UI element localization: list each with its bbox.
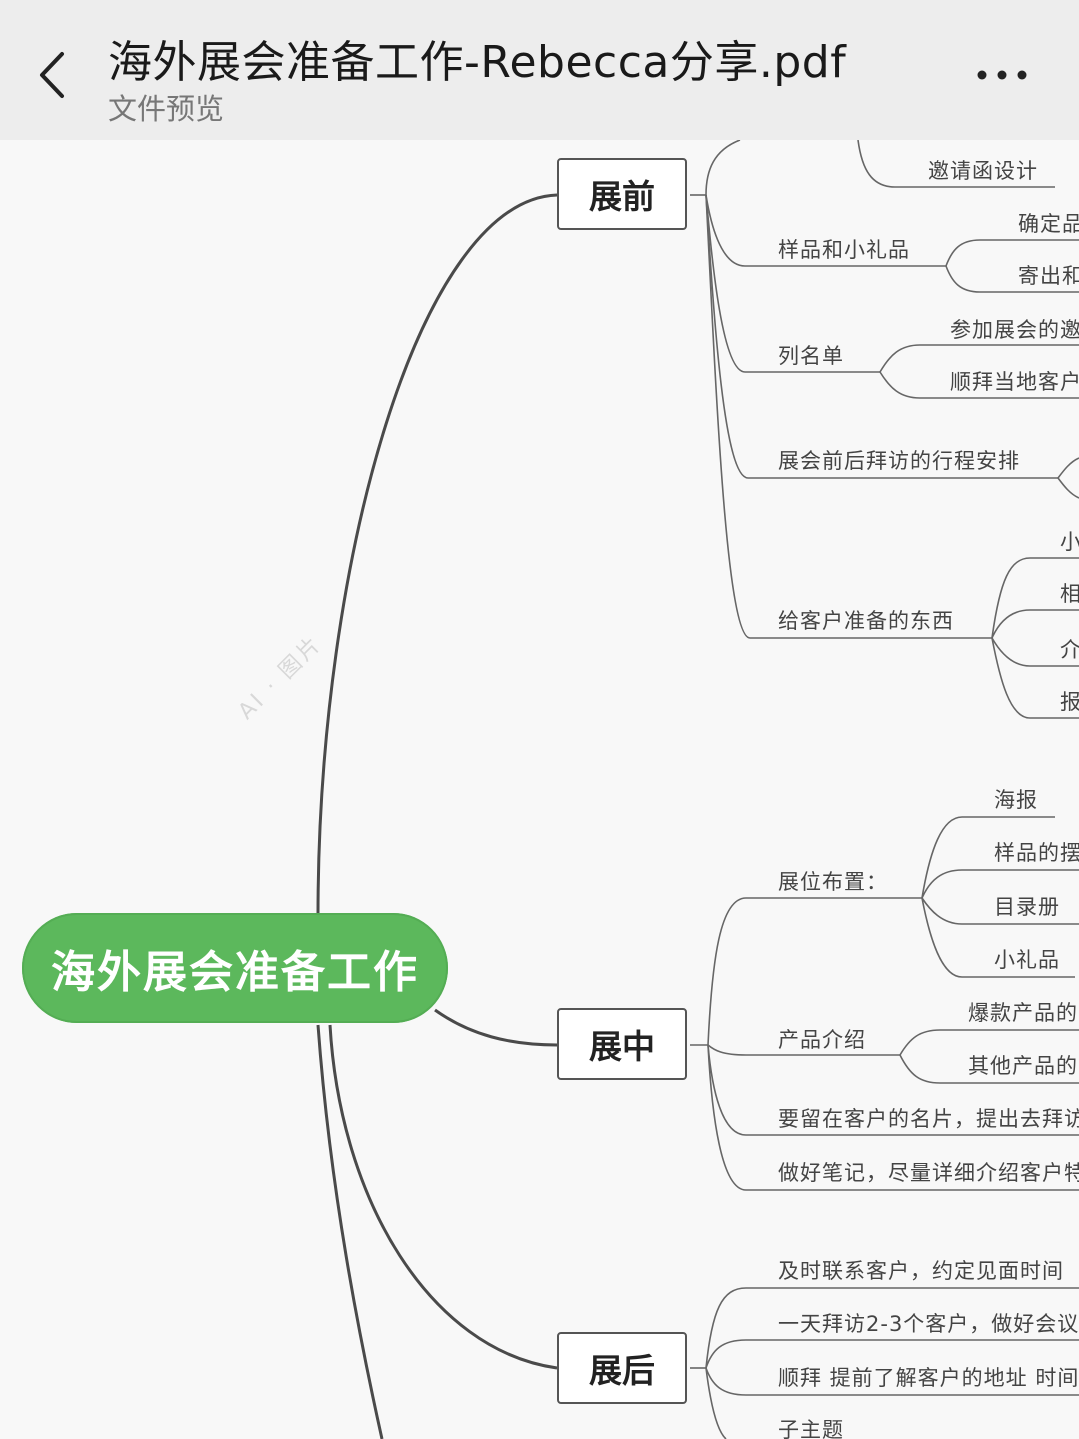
node-client-item[interactable]: 小: [1060, 530, 1079, 554]
node-schedule[interactable]: 展会前后拜访的行程安排: [778, 449, 1020, 473]
node-address[interactable]: 顺拜 提前了解客户的地址 时间: [778, 1366, 1079, 1390]
node-list[interactable]: 列名单: [778, 344, 844, 368]
branch-node-pre[interactable]: 展前: [557, 158, 687, 230]
branch-node-post[interactable]: 展后: [557, 1332, 687, 1404]
node-hot-product[interactable]: 爆款产品的: [968, 1001, 1078, 1025]
chevron-left-icon: [40, 52, 64, 98]
mindmap-root-node[interactable]: 海外展会准备工作: [22, 913, 448, 1023]
node-invite-design[interactable]: 邀请函设计: [928, 159, 1038, 183]
node-catalog[interactable]: 目录册: [994, 895, 1060, 919]
node-visit-local[interactable]: 顺拜当地客户: [950, 370, 1079, 394]
node-samples[interactable]: 样品和小礼品: [778, 238, 910, 262]
node-for-client[interactable]: 给客户准备的东西: [778, 609, 954, 633]
node-business-card[interactable]: 要留在客户的名片，提出去拜访: [778, 1107, 1079, 1131]
node-intro[interactable]: 产品介绍: [778, 1028, 866, 1052]
node-sample-display[interactable]: 样品的摆: [994, 841, 1079, 865]
mindmap-connectors: [316, 140, 1079, 1439]
mindmap-canvas[interactable]: AI · 图片 海外展会准备工作 展前 展中 展后 邀请函设计 样品和小礼品 确…: [0, 140, 1079, 1439]
branch-node-mid[interactable]: 展中: [557, 1008, 687, 1080]
node-other-product[interactable]: 其他产品的: [968, 1054, 1078, 1078]
node-visit[interactable]: 一天拜访2-3个客户，做好会议: [778, 1312, 1079, 1336]
node-client-item[interactable]: 相: [1060, 582, 1079, 606]
header-bar: 海外展会准备工作-Rebecca分享.pdf 文件预览: [0, 0, 1079, 140]
node-confirm[interactable]: 确定品: [1018, 212, 1079, 236]
node-invited[interactable]: 参加展会的邀: [950, 318, 1079, 342]
node-contact[interactable]: 及时联系客户，约定见面时间: [778, 1259, 1064, 1283]
node-poster[interactable]: 海报: [994, 788, 1038, 812]
node-client-item[interactable]: 报: [1060, 690, 1079, 714]
node-notes[interactable]: 做好笔记，尽量详细介绍客户特: [778, 1161, 1079, 1185]
document-subtitle: 文件预览: [108, 92, 225, 126]
node-send[interactable]: 寄出和: [1018, 264, 1079, 288]
node-booth[interactable]: 展位布置：: [778, 870, 888, 894]
more-button[interactable]: [968, 52, 1040, 98]
document-title: 海外展会准备工作-Rebecca分享.pdf: [108, 37, 847, 88]
more-horizontal-icon: [977, 70, 1027, 80]
node-subtopic[interactable]: 子主题: [778, 1418, 844, 1439]
node-gift[interactable]: 小礼品: [994, 948, 1060, 972]
back-button[interactable]: [28, 44, 80, 106]
node-client-item[interactable]: 介: [1060, 638, 1079, 662]
